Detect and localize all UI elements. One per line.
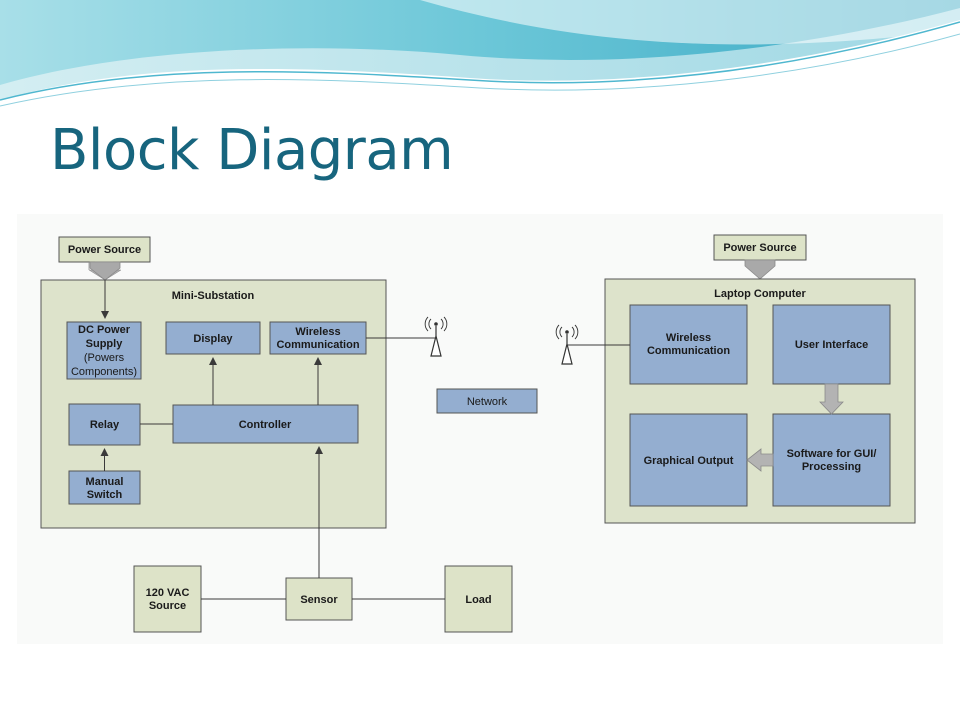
ui-to-software-flow-arrow: [819, 383, 844, 415]
sensor-label: Sensor: [300, 594, 338, 606]
sensor-block: Sensor: [285, 577, 353, 621]
dc-power-supply-block: DC Power Supply (Powers Components): [66, 321, 142, 380]
header-swoosh-decoration: [0, 0, 960, 107]
controller-label: Controller: [239, 419, 292, 431]
mini-power-flow-arrow: [89, 261, 121, 281]
software-to-output-flow-arrow: [746, 448, 774, 472]
laptop-power-flow-arrow: [744, 259, 776, 280]
laptop-power-source-label: Power Source: [723, 242, 796, 254]
vac-source-line2: Source: [149, 600, 186, 612]
network-block: Network: [436, 388, 538, 414]
network-label: Network: [467, 396, 508, 408]
laptop-wireless-block: Wireless Communication: [629, 304, 748, 385]
graphical-output-label: Graphical Output: [644, 455, 734, 467]
dc-power-line3: (Powers: [84, 352, 125, 364]
mini-wireless-block: Wireless Communication: [269, 321, 367, 355]
software-gui-line1: Software for GUI/: [787, 448, 877, 460]
user-interface-label: User Interface: [795, 339, 868, 351]
load-block: Load: [444, 565, 513, 633]
laptop-computer-label: Laptop Computer: [714, 288, 806, 300]
relay-block: Relay: [68, 403, 141, 446]
mini-wireless-line2: Communication: [276, 339, 359, 351]
software-gui-line2: Processing: [802, 461, 861, 473]
mini-power-source-label: Power Source: [68, 244, 141, 256]
load-label: Load: [465, 594, 491, 606]
manual-switch-line2: Switch: [87, 489, 123, 501]
mini-power-source-block: Power Source: [58, 236, 151, 263]
dc-power-line4: Components): [71, 366, 137, 378]
mini-wireless-line1: Wireless: [295, 326, 340, 338]
controller-block: Controller: [172, 404, 359, 444]
dc-power-line2: Supply: [86, 338, 124, 350]
vac-source-block: 120 VAC Source: [133, 565, 202, 633]
vac-source-line1: 120 VAC: [146, 587, 190, 599]
software-gui-block: Software for GUI/ Processing: [772, 413, 891, 507]
manual-switch-line1: Manual: [86, 476, 124, 488]
display-block: Display: [165, 321, 261, 355]
laptop-wireless-line1: Wireless: [666, 332, 711, 344]
laptop-wireless-line2: Communication: [647, 345, 730, 357]
user-interface-block: User Interface: [772, 304, 891, 385]
relay-label: Relay: [90, 419, 120, 431]
laptop-antenna-icon: [555, 324, 579, 365]
display-label: Display: [193, 333, 233, 345]
dc-power-line1: DC Power: [78, 324, 131, 336]
mini-substation-label: Mini-Substation: [172, 290, 255, 302]
manual-switch-block: Manual Switch: [68, 470, 141, 505]
graphical-output-block: Graphical Output: [629, 413, 748, 507]
slide-title: Block Diagram: [50, 118, 454, 183]
laptop-power-source-block: Power Source: [713, 234, 807, 261]
mini-antenna-icon: [424, 316, 448, 357]
